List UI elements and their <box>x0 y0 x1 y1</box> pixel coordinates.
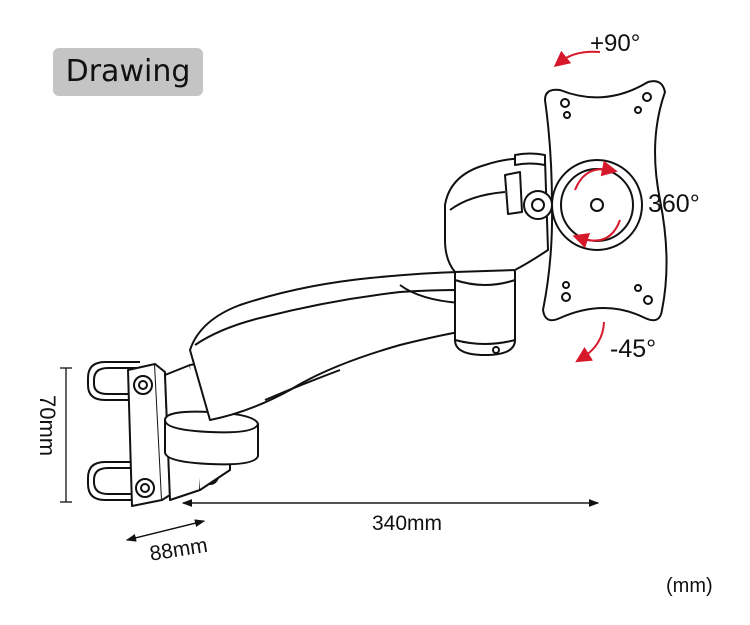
tilt-up-label: +90° <box>590 30 641 57</box>
dimension-lines <box>60 367 600 542</box>
u-bolt-bottom <box>87 461 140 501</box>
vesa-holes <box>560 92 653 305</box>
rotation-arrows <box>553 50 621 363</box>
u-bolt-top <box>87 361 140 401</box>
rotation-label: 360° <box>648 190 700 218</box>
main-arm <box>189 271 471 421</box>
base-collar <box>164 410 259 466</box>
drawing-badge: Drawing <box>53 48 203 96</box>
vesa-plate <box>542 80 668 322</box>
rotation-disc <box>551 159 643 251</box>
upper-arm <box>444 157 549 273</box>
arm-length-label: 340mm <box>372 512 443 535</box>
unit-label: (mm) <box>666 575 713 597</box>
base-height-label: 70mm <box>35 395 60 457</box>
tilt-down-label: -45° <box>610 335 657 363</box>
